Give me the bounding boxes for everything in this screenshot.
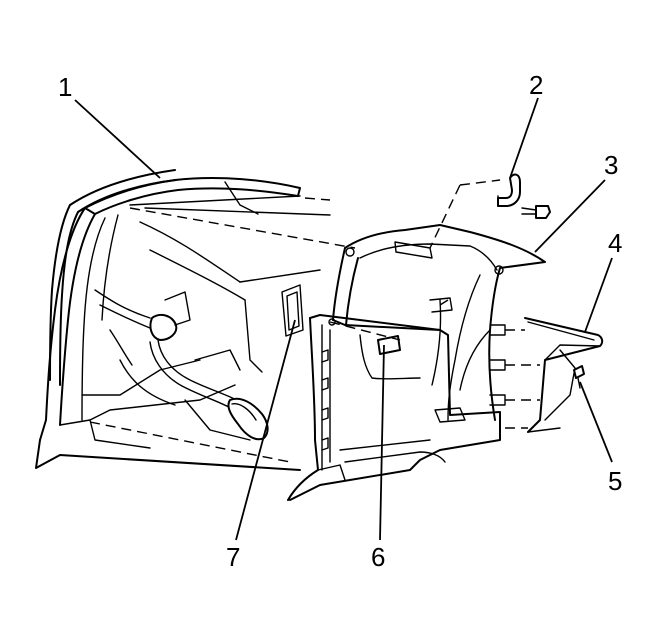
callout-labels: 1 2 3 4 5 6 7: [58, 70, 622, 572]
callout-7: 7: [226, 542, 240, 572]
assembly-lines: [89, 179, 540, 463]
callout-4: 4: [608, 228, 622, 258]
leader-lines: [74, 97, 613, 541]
callout-5: 5: [608, 466, 622, 496]
callout-6: 6: [371, 542, 385, 572]
callout-1: 1: [58, 72, 72, 102]
part-5-screw: [573, 365, 585, 389]
part-3-upper-trim-panel: [328, 224, 546, 421]
part-1-weatherstrip: [49, 169, 177, 386]
part-7-seat-belt: [227, 397, 269, 441]
part-2-bracket: [497, 173, 551, 219]
callout-2: 2: [529, 70, 543, 100]
callout-3: 3: [604, 150, 618, 180]
lower-quarter-trim-panel: [287, 314, 506, 501]
vehicle-body: [35, 177, 331, 471]
part-4-closeout-panel: [524, 317, 604, 433]
